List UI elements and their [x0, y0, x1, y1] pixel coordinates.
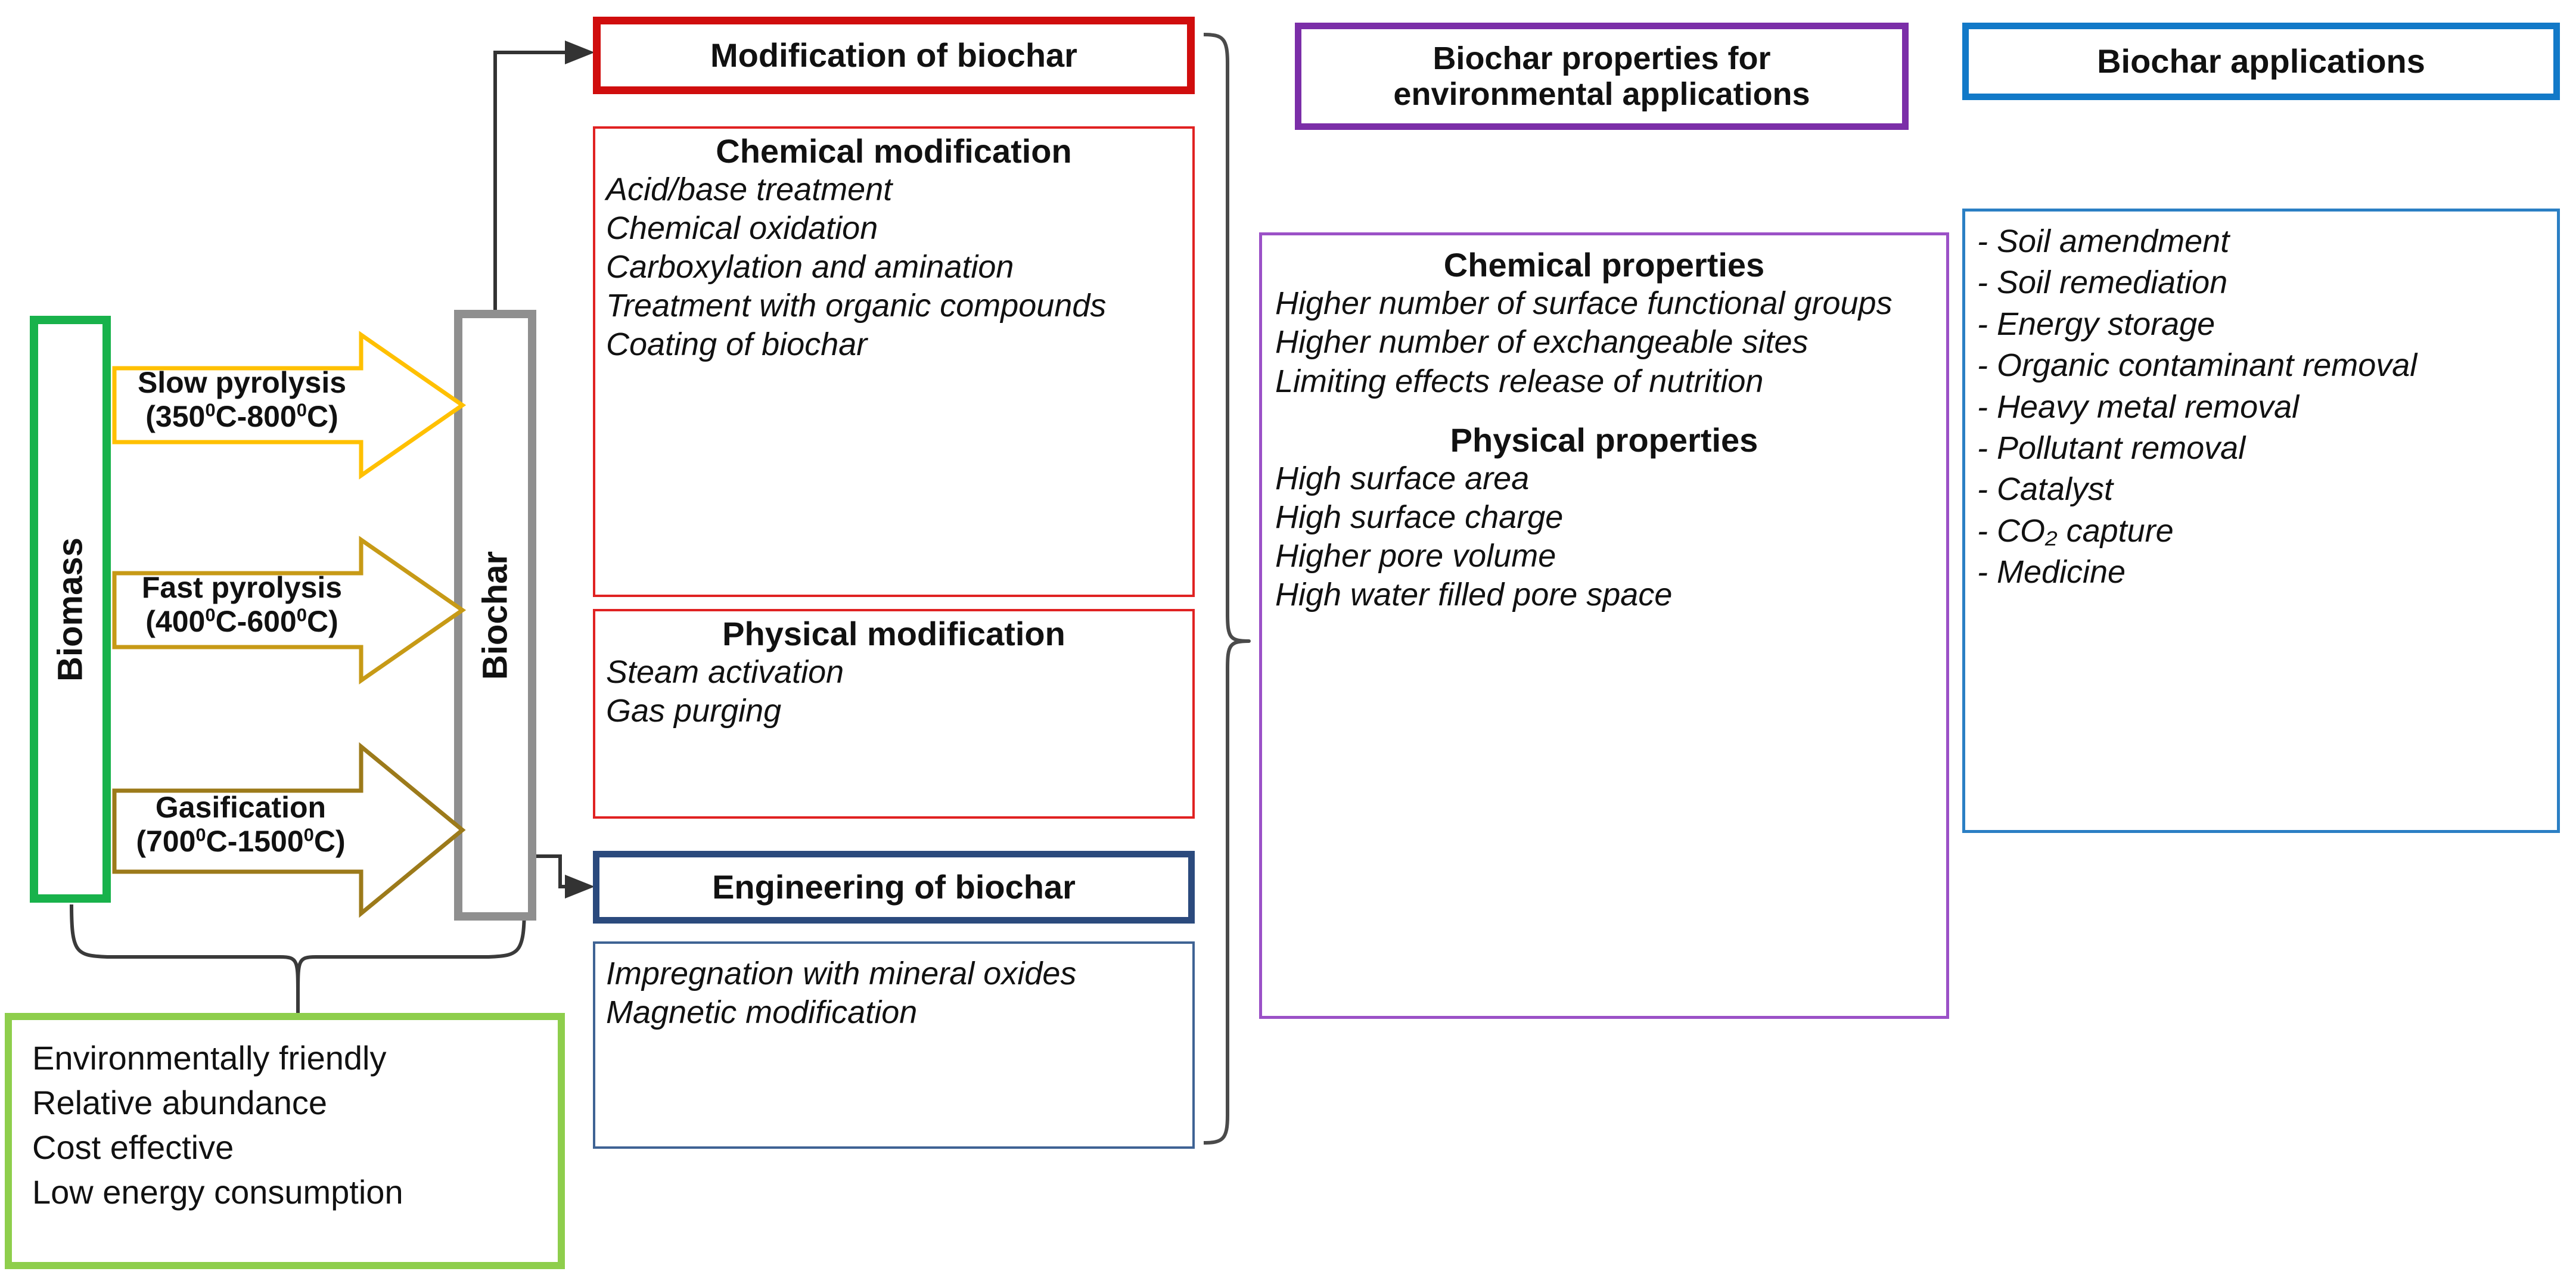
physical-properties-title: Physical properties	[1450, 421, 1758, 459]
benefit-item: Relative abundance	[32, 1084, 328, 1122]
application-item: - Catalyst	[1977, 471, 2114, 508]
properties-header-box: Biochar properties for environmental app…	[1295, 23, 1909, 130]
process-arrow-fast-pyrolysis: Fast pyrolysis (4000C-6000C)	[111, 536, 467, 685]
process-arrow-slow-pyrolysis: Slow pyrolysis (3500C-8000C)	[111, 331, 467, 480]
applications-header-label: Biochar applications	[2097, 42, 2425, 80]
modification-header-box: Modification of biochar	[593, 17, 1195, 94]
application-item: - Heavy metal removal	[1977, 388, 2300, 425]
engineering-body-box: Impregnation with mineral oxides Magneti…	[593, 941, 1195, 1149]
engineering-item: Impregnation with mineral oxides	[606, 956, 1077, 991]
biochar-box: Biochar	[454, 310, 536, 921]
properties-spacer	[1275, 401, 1933, 421]
physical-modification-item: Steam activation	[606, 654, 844, 691]
chemical-modification-item: Coating of biochar	[606, 326, 868, 362]
chemical-properties-item: Higher number of surface functional grou…	[1275, 285, 1893, 322]
process-name-gasification: Gasification	[155, 791, 327, 824]
chemical-properties-item: Limiting effects release of nutrition	[1275, 363, 1764, 399]
application-item: - Organic contaminant removal	[1977, 347, 2417, 384]
biomass-box: Biomass	[30, 316, 111, 903]
properties-body-box: Chemical properties Higher number of sur…	[1259, 232, 1949, 1019]
process-arrow-gasification: Gasification (7000C-15000C)	[111, 742, 466, 918]
chemical-modification-item: Treatment with organic compounds	[606, 287, 1107, 324]
benefit-item: Environmentally friendly	[32, 1039, 387, 1077]
biomass-benefits-box: Environmentally friendly Relative abunda…	[5, 1013, 565, 1269]
application-item: - Energy storage	[1977, 306, 2215, 342]
application-item: - Pollutant removal	[1977, 430, 2246, 466]
process-temp-slow: (3500C-8000C)	[145, 399, 338, 433]
chemical-properties-title: Chemical properties	[1443, 246, 1765, 284]
chemical-modification-box: Chemical modification Acid/base treatmen…	[593, 126, 1195, 597]
physical-properties-item: Higher pore volume	[1275, 538, 1556, 574]
benefit-item: Low energy consumption	[32, 1173, 403, 1211]
physical-properties-item: High water filled pore space	[1275, 577, 1673, 613]
chemical-modification-title: Chemical modification	[716, 132, 1072, 170]
physical-modification-title: Physical modification	[722, 615, 1065, 652]
properties-header-line1: Biochar properties for	[1433, 40, 1771, 76]
engineering-header-label: Engineering of biochar	[712, 868, 1076, 906]
applications-header-box: Biochar applications	[1962, 23, 2560, 100]
chemical-properties-item: Higher number of exchangeable sites	[1275, 324, 1809, 360]
chemical-modification-item: Chemical oxidation	[606, 210, 878, 247]
process-name-slow: Slow pyrolysis	[137, 366, 347, 399]
properties-header-line2: environmental applications	[1393, 76, 1810, 112]
benefit-item: Cost effective	[32, 1129, 234, 1167]
chemical-modification-item: Carboxylation and amination	[606, 248, 1014, 285]
chemical-modification-item: Acid/base treatment	[606, 172, 893, 208]
process-name-fast: Fast pyrolysis	[141, 571, 343, 604]
biomass-label: Biomass	[51, 537, 90, 682]
engineering-item: Magnetic modification	[606, 994, 918, 1030]
application-item: - Soil amendment	[1977, 223, 2230, 259]
application-item: - Soil remediation	[1977, 265, 2228, 301]
physical-modification-box: Physical modification Steam activation G…	[593, 609, 1195, 819]
process-temp-fast: (4000C-6000C)	[145, 604, 338, 638]
biochar-label: Biochar	[476, 551, 515, 680]
engineering-header-box: Engineering of biochar	[593, 851, 1195, 924]
application-item: - Medicine	[1977, 554, 2126, 590]
application-item: - CO₂ capture	[1977, 512, 2174, 549]
applications-body-box: - Soil amendment - Soil remediation - En…	[1962, 209, 2560, 833]
process-temp-gasification: (7000C-15000C)	[136, 824, 346, 858]
physical-modification-item: Gas purging	[606, 693, 782, 729]
physical-properties-item: High surface area	[1275, 460, 1530, 496]
modification-header-label: Modification of biochar	[710, 36, 1077, 74]
physical-properties-item: High surface charge	[1275, 499, 1564, 536]
